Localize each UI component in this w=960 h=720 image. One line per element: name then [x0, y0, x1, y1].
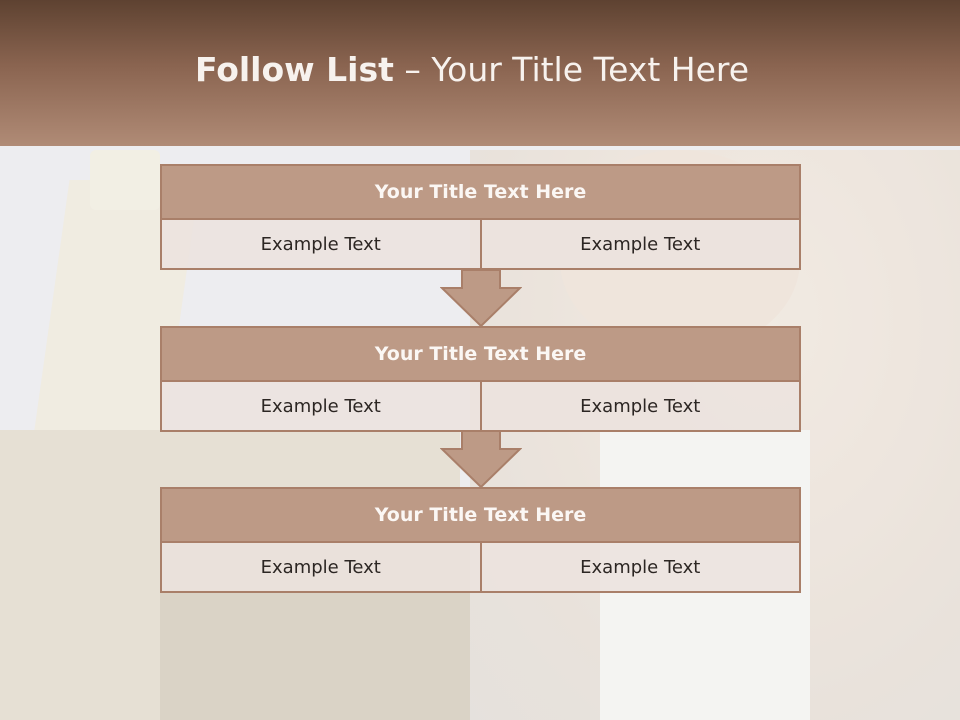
step-row: Example Text Example Text	[160, 220, 801, 270]
step-block-1: Your Title Text Here Example Text Exampl…	[160, 164, 801, 270]
slide-title-bold: Follow List	[194, 50, 394, 89]
down-arrow-icon	[440, 431, 522, 489]
step-cell-right: Example Text	[481, 382, 801, 432]
down-arrow-icon	[440, 270, 522, 328]
slide-title-rest: – Your Title Text Here	[393, 50, 750, 89]
slide-title: Follow List – Your Title Text Here	[0, 50, 944, 89]
step-title: Your Title Text Here	[160, 164, 801, 220]
step-row: Example Text Example Text	[160, 382, 801, 432]
step-row: Example Text Example Text	[160, 543, 801, 593]
step-title: Your Title Text Here	[160, 326, 801, 382]
step-cell-left: Example Text	[160, 543, 482, 593]
step-cell-right: Example Text	[481, 543, 801, 593]
title-banner: Follow List – Your Title Text Here	[0, 0, 960, 146]
step-cell-left: Example Text	[160, 220, 482, 270]
step-cell-left: Example Text	[160, 382, 482, 432]
step-block-2: Your Title Text Here Example Text Exampl…	[160, 326, 801, 432]
step-block-3: Your Title Text Here Example Text Exampl…	[160, 487, 801, 593]
step-title: Your Title Text Here	[160, 487, 801, 543]
step-cell-right: Example Text	[481, 220, 801, 270]
